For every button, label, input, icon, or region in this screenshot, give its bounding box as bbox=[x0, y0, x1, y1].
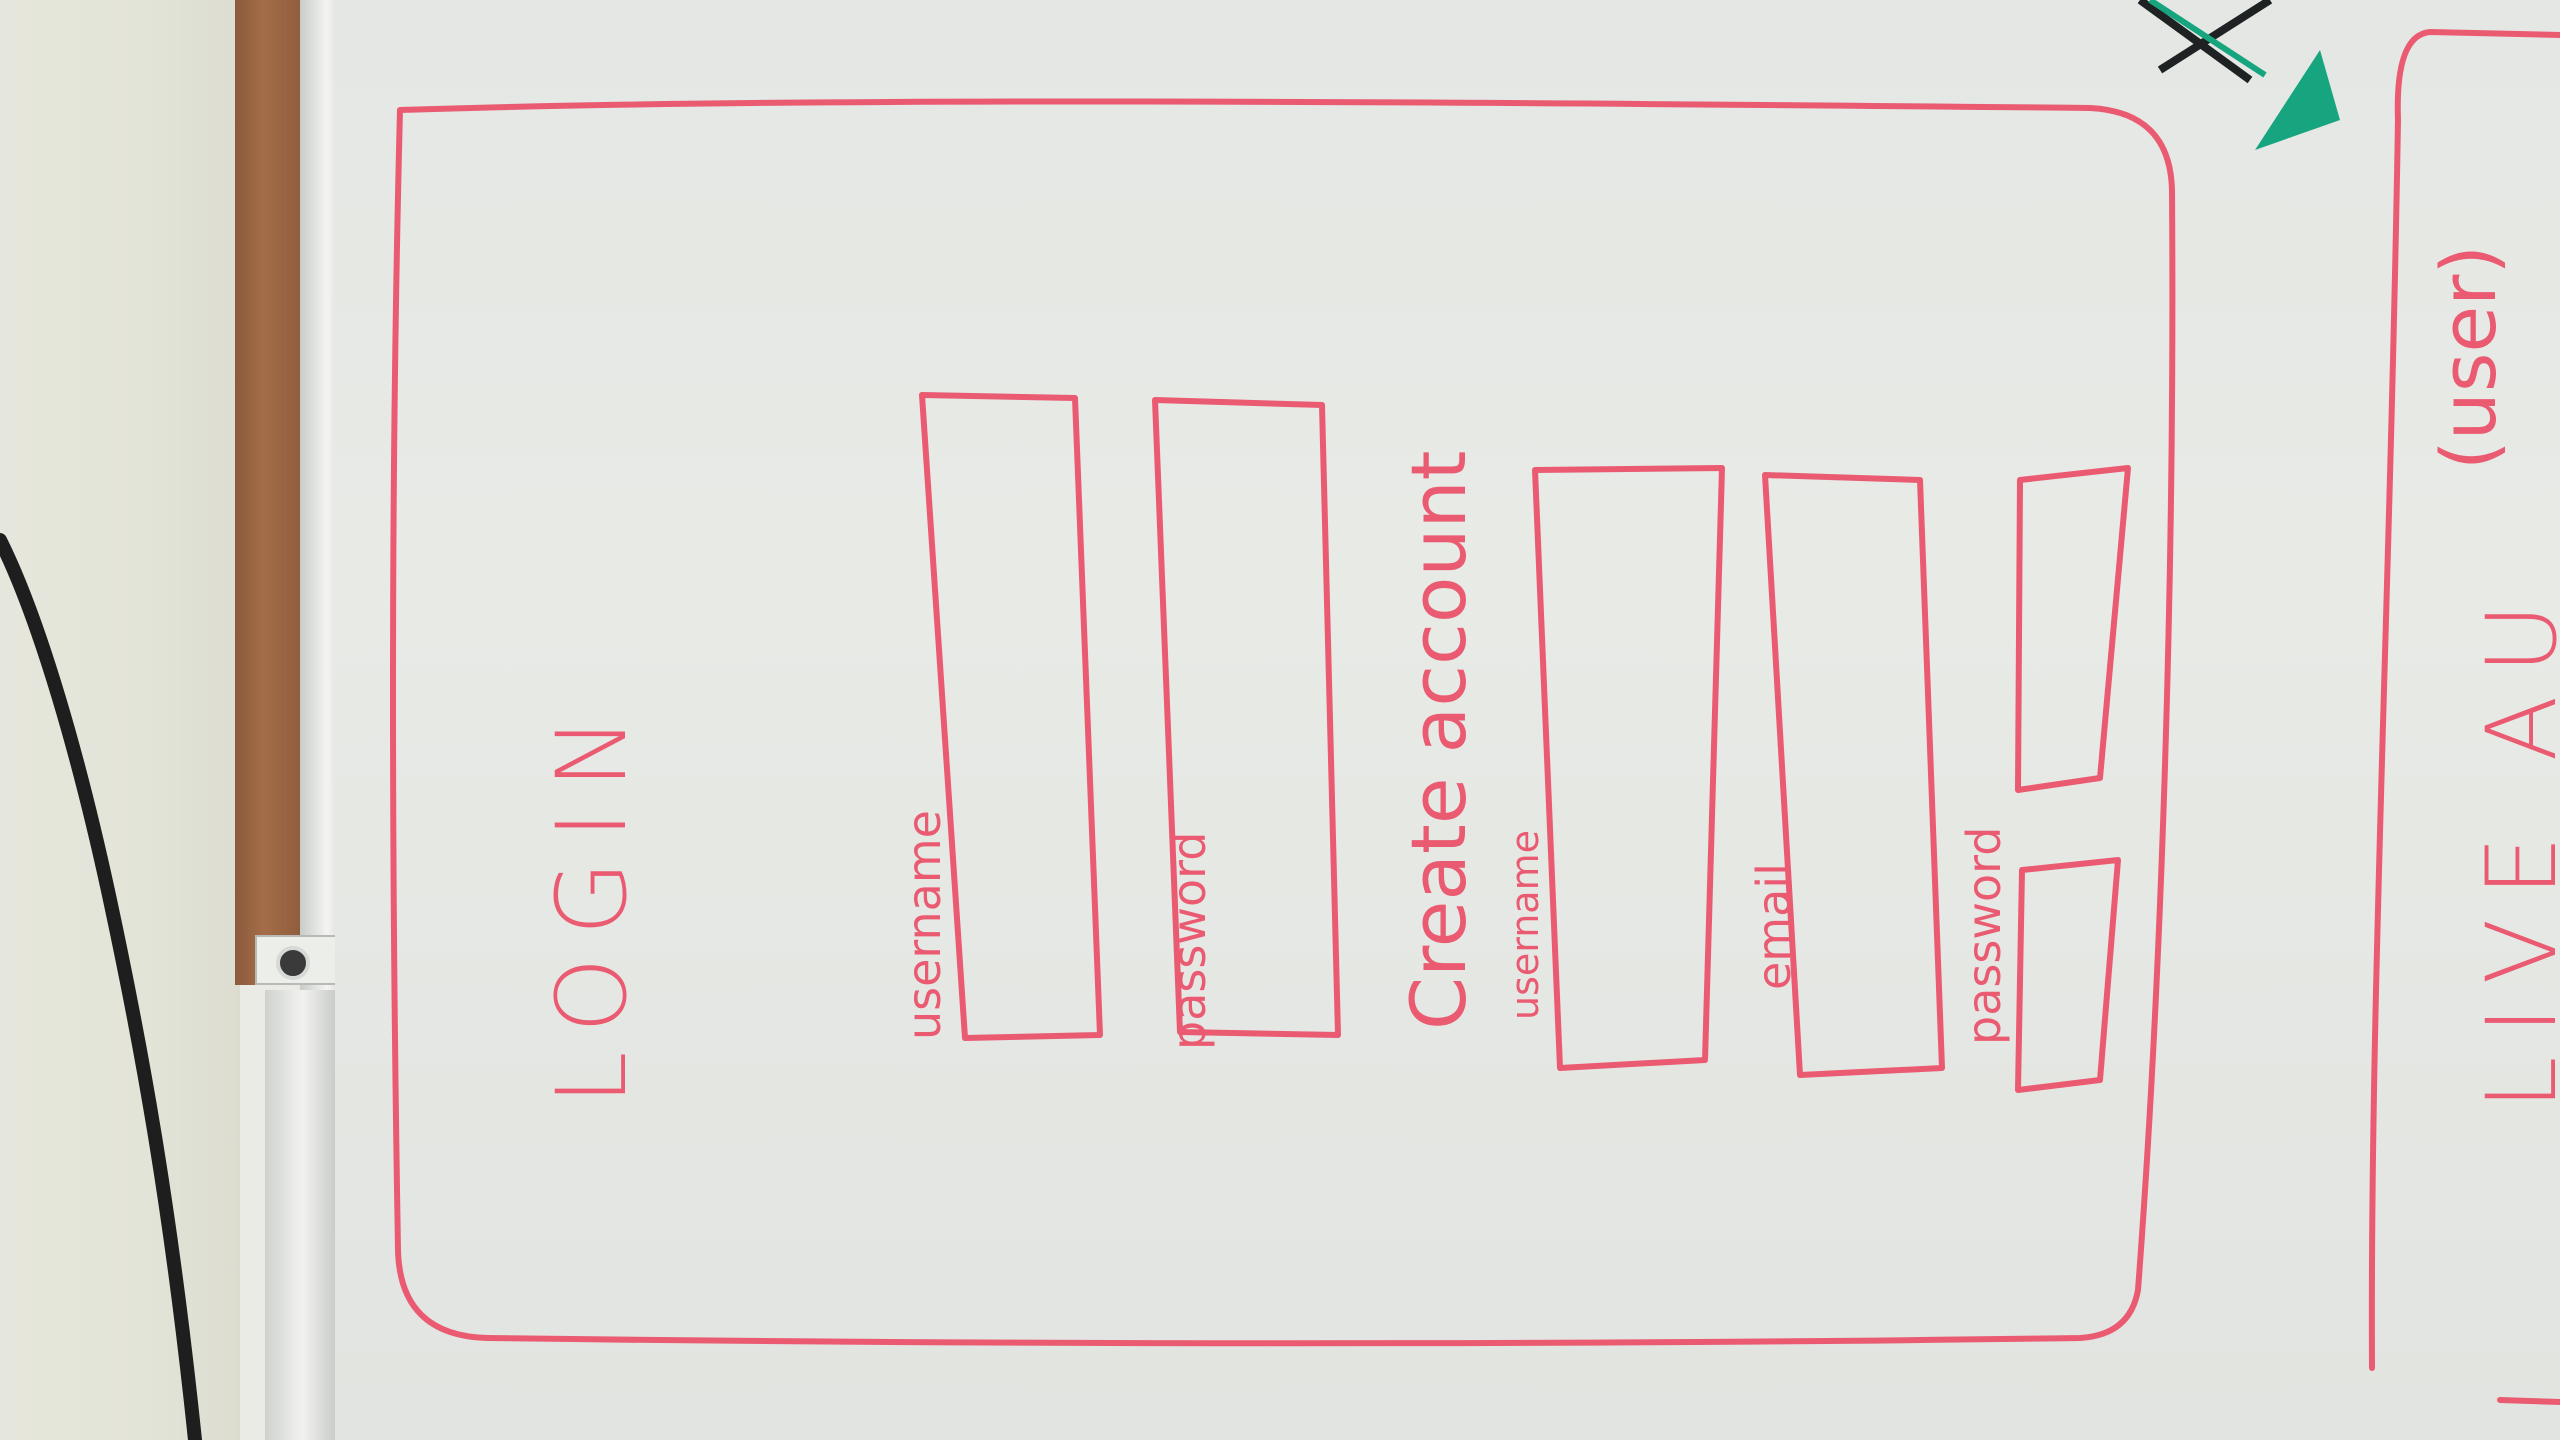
screw-icon bbox=[276, 946, 310, 980]
login-username-label: username bbox=[897, 810, 951, 1040]
create-confirm-box[interactable] bbox=[2015, 857, 2121, 1093]
create-password-label: password bbox=[1957, 827, 2011, 1045]
whiteboard-frame bbox=[265, 990, 340, 1440]
wall bbox=[0, 0, 240, 1440]
create-email-label: email bbox=[1747, 863, 1801, 990]
login-password-label: password bbox=[1162, 832, 1216, 1050]
login-frame bbox=[390, 98, 2176, 1347]
next-frame-heading: LIVE AU bbox=[2466, 581, 2560, 1110]
create-password-box[interactable] bbox=[2015, 465, 2131, 793]
cork-strip bbox=[235, 0, 305, 985]
power-cable bbox=[0, 533, 202, 1440]
whiteboard bbox=[335, 0, 2560, 1440]
login-title: LOGIN bbox=[536, 695, 648, 1105]
next-frame bbox=[2368, 29, 2560, 1371]
next-frame-bottom bbox=[2497, 1397, 2560, 1405]
login-password-box[interactable] bbox=[1152, 397, 1341, 1038]
create-account-heading: Create account bbox=[1394, 451, 1483, 1030]
create-username-box[interactable] bbox=[1532, 465, 1725, 1071]
next-frame-note: (user) bbox=[2424, 245, 2513, 470]
create-email-box[interactable] bbox=[1762, 472, 1945, 1078]
create-username-label: username bbox=[1503, 830, 1547, 1020]
login-username-box[interactable] bbox=[919, 392, 1103, 1041]
green-marker-icon bbox=[2137, 0, 2340, 150]
